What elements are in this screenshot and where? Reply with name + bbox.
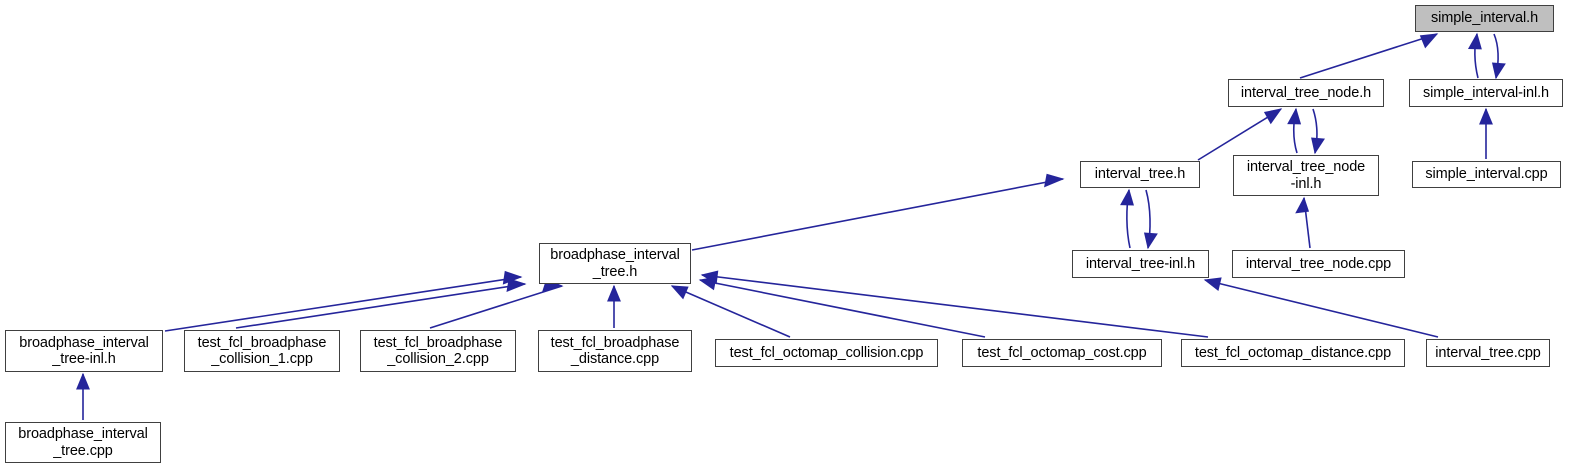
arrowhead-icon bbox=[1419, 33, 1439, 49]
graph-node-label: simple_interval-inl.h bbox=[1422, 84, 1550, 101]
arrowhead-icon bbox=[700, 270, 719, 285]
graph-node-interval-tree-node-inl-h[interactable]: interval_tree_node -inl.h bbox=[1233, 155, 1379, 196]
graph-node-test-fcl-broadphase-collision-2-cpp[interactable]: test_fcl_broadphase _collision_2.cpp bbox=[360, 330, 516, 372]
arrowhead-icon bbox=[1044, 173, 1065, 188]
graph-edge bbox=[1287, 107, 1302, 154]
graph-node-test-fcl-broadphase-collision-1-cpp[interactable]: test_fcl_broadphase _collision_1.cpp bbox=[184, 330, 340, 372]
arrowhead-icon bbox=[1467, 32, 1482, 50]
graph-edge bbox=[1491, 33, 1506, 80]
arrowhead-icon bbox=[1491, 62, 1506, 80]
graph-node-label: interval_tree_node -inl.h bbox=[1246, 159, 1366, 192]
graph-node-label: simple_interval.h bbox=[1430, 10, 1539, 27]
arrowhead-icon bbox=[1143, 232, 1158, 250]
graph-node-label: simple_interval.cpp bbox=[1425, 166, 1548, 183]
arrowhead-icon bbox=[1203, 277, 1222, 291]
graph-edge bbox=[698, 276, 986, 338]
graph-node-interval-tree-h[interactable]: interval_tree.h bbox=[1080, 161, 1200, 188]
graph-edge bbox=[164, 270, 523, 332]
graph-node-label: interval_tree-inl.h bbox=[1085, 255, 1196, 272]
graph-edge bbox=[1479, 107, 1493, 159]
graph-edge bbox=[691, 173, 1065, 251]
graph-edge bbox=[1299, 33, 1439, 79]
arrowhead-icon bbox=[1263, 108, 1283, 125]
graph-node-label: interval_tree.h bbox=[1094, 166, 1186, 183]
graph-node-interval-tree-cpp[interactable]: interval_tree.cpp bbox=[1426, 339, 1550, 367]
graph-node-label: broadphase_interval _tree-inl.h bbox=[19, 334, 149, 367]
graph-edge bbox=[1467, 32, 1482, 79]
graph-node-label: broadphase_interval _tree.cpp bbox=[18, 426, 148, 459]
graph-edge bbox=[1120, 188, 1134, 249]
graph-node-label: broadphase_interval _tree.h bbox=[550, 247, 680, 280]
graph-node-simple-interval-inl-h[interactable]: simple_interval-inl.h bbox=[1409, 79, 1563, 107]
arrowhead-icon bbox=[1479, 107, 1493, 125]
graph-edge bbox=[1203, 277, 1439, 338]
arrowhead-icon bbox=[1295, 196, 1310, 214]
graph-edge bbox=[1143, 189, 1158, 250]
arrowhead-icon bbox=[670, 285, 689, 300]
graph-node-broadphase-interval-tree-inl-h[interactable]: broadphase_interval _tree-inl.h bbox=[5, 330, 163, 372]
graph-edge bbox=[235, 278, 527, 329]
graph-node-label: test_fcl_octomap_collision.cpp bbox=[729, 344, 924, 361]
graph-node-test-fcl-broadphase-distance-cpp[interactable]: test_fcl_broadphase _distance.cpp bbox=[538, 330, 692, 372]
graph-node-test-fcl-octomap-collision-cpp[interactable]: test_fcl_octomap_collision.cpp bbox=[715, 339, 938, 367]
graph-node-label: interval_tree_node.cpp bbox=[1245, 255, 1392, 272]
graph-node-interval-tree-inl-h[interactable]: interval_tree-inl.h bbox=[1072, 250, 1209, 278]
graph-node-label: interval_tree.cpp bbox=[1435, 344, 1541, 361]
arrowhead-icon bbox=[76, 372, 90, 390]
graph-node-broadphase-interval-tree-cpp[interactable]: broadphase_interval _tree.cpp bbox=[5, 422, 161, 463]
graph-edge bbox=[1197, 108, 1283, 161]
arrowhead-icon bbox=[1120, 188, 1134, 206]
graph-edge bbox=[1311, 108, 1325, 155]
graph-edge bbox=[1295, 196, 1311, 249]
graph-node-test-fcl-octomap-cost-cpp[interactable]: test_fcl_octomap_cost.cpp bbox=[962, 339, 1162, 367]
arrowhead-icon bbox=[1311, 137, 1325, 155]
arrowhead-icon bbox=[502, 270, 523, 285]
graph-node-label: test_fcl_octomap_distance.cpp bbox=[1194, 344, 1392, 361]
arrowhead-icon bbox=[506, 278, 527, 292]
graph-node-simple-interval-cpp[interactable]: simple_interval.cpp bbox=[1412, 161, 1561, 188]
graph-edge bbox=[700, 270, 1209, 338]
graph-node-test-fcl-octomap-distance-cpp[interactable]: test_fcl_octomap_distance.cpp bbox=[1181, 339, 1405, 367]
arrowhead-icon bbox=[1287, 107, 1302, 125]
graph-node-label: test_fcl_octomap_cost.cpp bbox=[977, 344, 1147, 361]
graph-edge bbox=[429, 278, 564, 329]
graph-node-label: test_fcl_broadphase _collision_1.cpp bbox=[197, 334, 327, 367]
graph-node-interval-tree-node-h[interactable]: interval_tree_node.h bbox=[1228, 79, 1384, 107]
graph-node-label: interval_tree_node.h bbox=[1240, 84, 1372, 101]
graph-node-label: test_fcl_broadphase _collision_2.cpp bbox=[373, 334, 503, 367]
graph-edge bbox=[76, 372, 90, 420]
arrowhead-icon bbox=[698, 276, 717, 291]
graph-edge bbox=[607, 284, 621, 328]
arrowhead-icon bbox=[607, 284, 621, 302]
graph-node-label: test_fcl_broadphase _distance.cpp bbox=[550, 334, 680, 367]
graph-node-simple-interval-h[interactable]: simple_interval.h bbox=[1415, 5, 1554, 32]
graph-node-interval-tree-node-cpp[interactable]: interval_tree_node.cpp bbox=[1232, 250, 1405, 278]
graph-node-broadphase-interval-tree-h[interactable]: broadphase_interval _tree.h bbox=[539, 243, 691, 284]
